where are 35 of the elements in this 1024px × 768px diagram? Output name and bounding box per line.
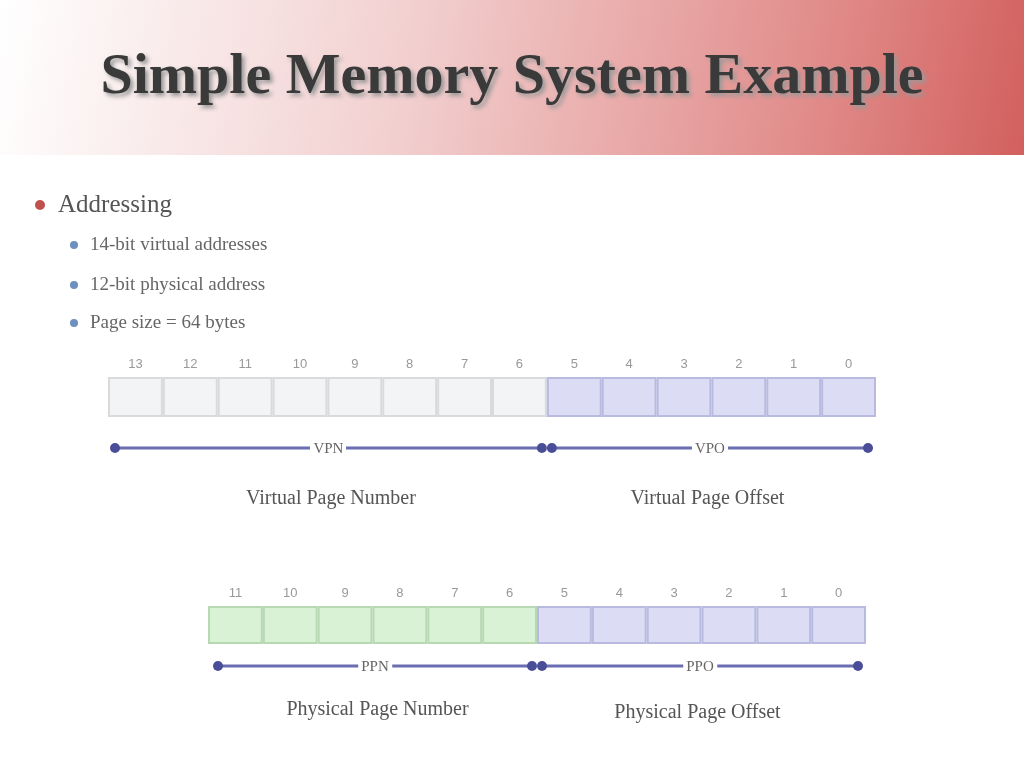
bullet-text: 14-bit virtual addresses — [90, 233, 268, 255]
bit-number: 2 — [735, 355, 743, 371]
bit-number: 9 — [351, 355, 359, 371]
bullet-text: Addressing — [58, 190, 172, 218]
bit-number: 8 — [406, 355, 414, 371]
field-name: Physical Page Offset — [614, 699, 781, 723]
bit-number: 11 — [238, 355, 252, 371]
bit-number: 10 — [283, 584, 298, 600]
bit-number: 9 — [341, 584, 349, 600]
bit-number: 7 — [460, 355, 469, 371]
bit-number: 3 — [670, 584, 678, 600]
field-name: Virtual Page Number — [246, 485, 416, 509]
bit-number: 0 — [844, 355, 853, 371]
bit-number: 10 — [292, 355, 308, 371]
bit-number: 2 — [725, 584, 733, 600]
slide-title: Simple Memory System Example — [99, 40, 925, 107]
bit-number: 11 — [228, 584, 243, 600]
bit-number: 1 — [790, 355, 798, 371]
field-name: Physical Page Number — [286, 696, 469, 720]
bit-number: 1 — [780, 584, 788, 600]
bit-number: 0 — [834, 584, 843, 600]
bit-number: 13 — [128, 355, 143, 371]
bit-number: 4 — [625, 355, 633, 371]
bit-number: 8 — [396, 584, 404, 600]
bit-number: 5 — [570, 355, 578, 371]
bit-number: 3 — [680, 355, 688, 371]
bullet-text: 12-bit physical address — [90, 273, 266, 295]
bit-number: 4 — [615, 584, 623, 600]
bit-number: 6 — [515, 355, 524, 371]
bit-number: 7 — [451, 584, 459, 600]
bit-number: 12 — [183, 355, 198, 371]
bullet-text: Page size = 64 bytes — [90, 311, 246, 333]
bit-number: 6 — [505, 584, 514, 600]
field-name: Virtual Page Offset — [630, 485, 785, 509]
bit-number: 5 — [560, 584, 568, 600]
